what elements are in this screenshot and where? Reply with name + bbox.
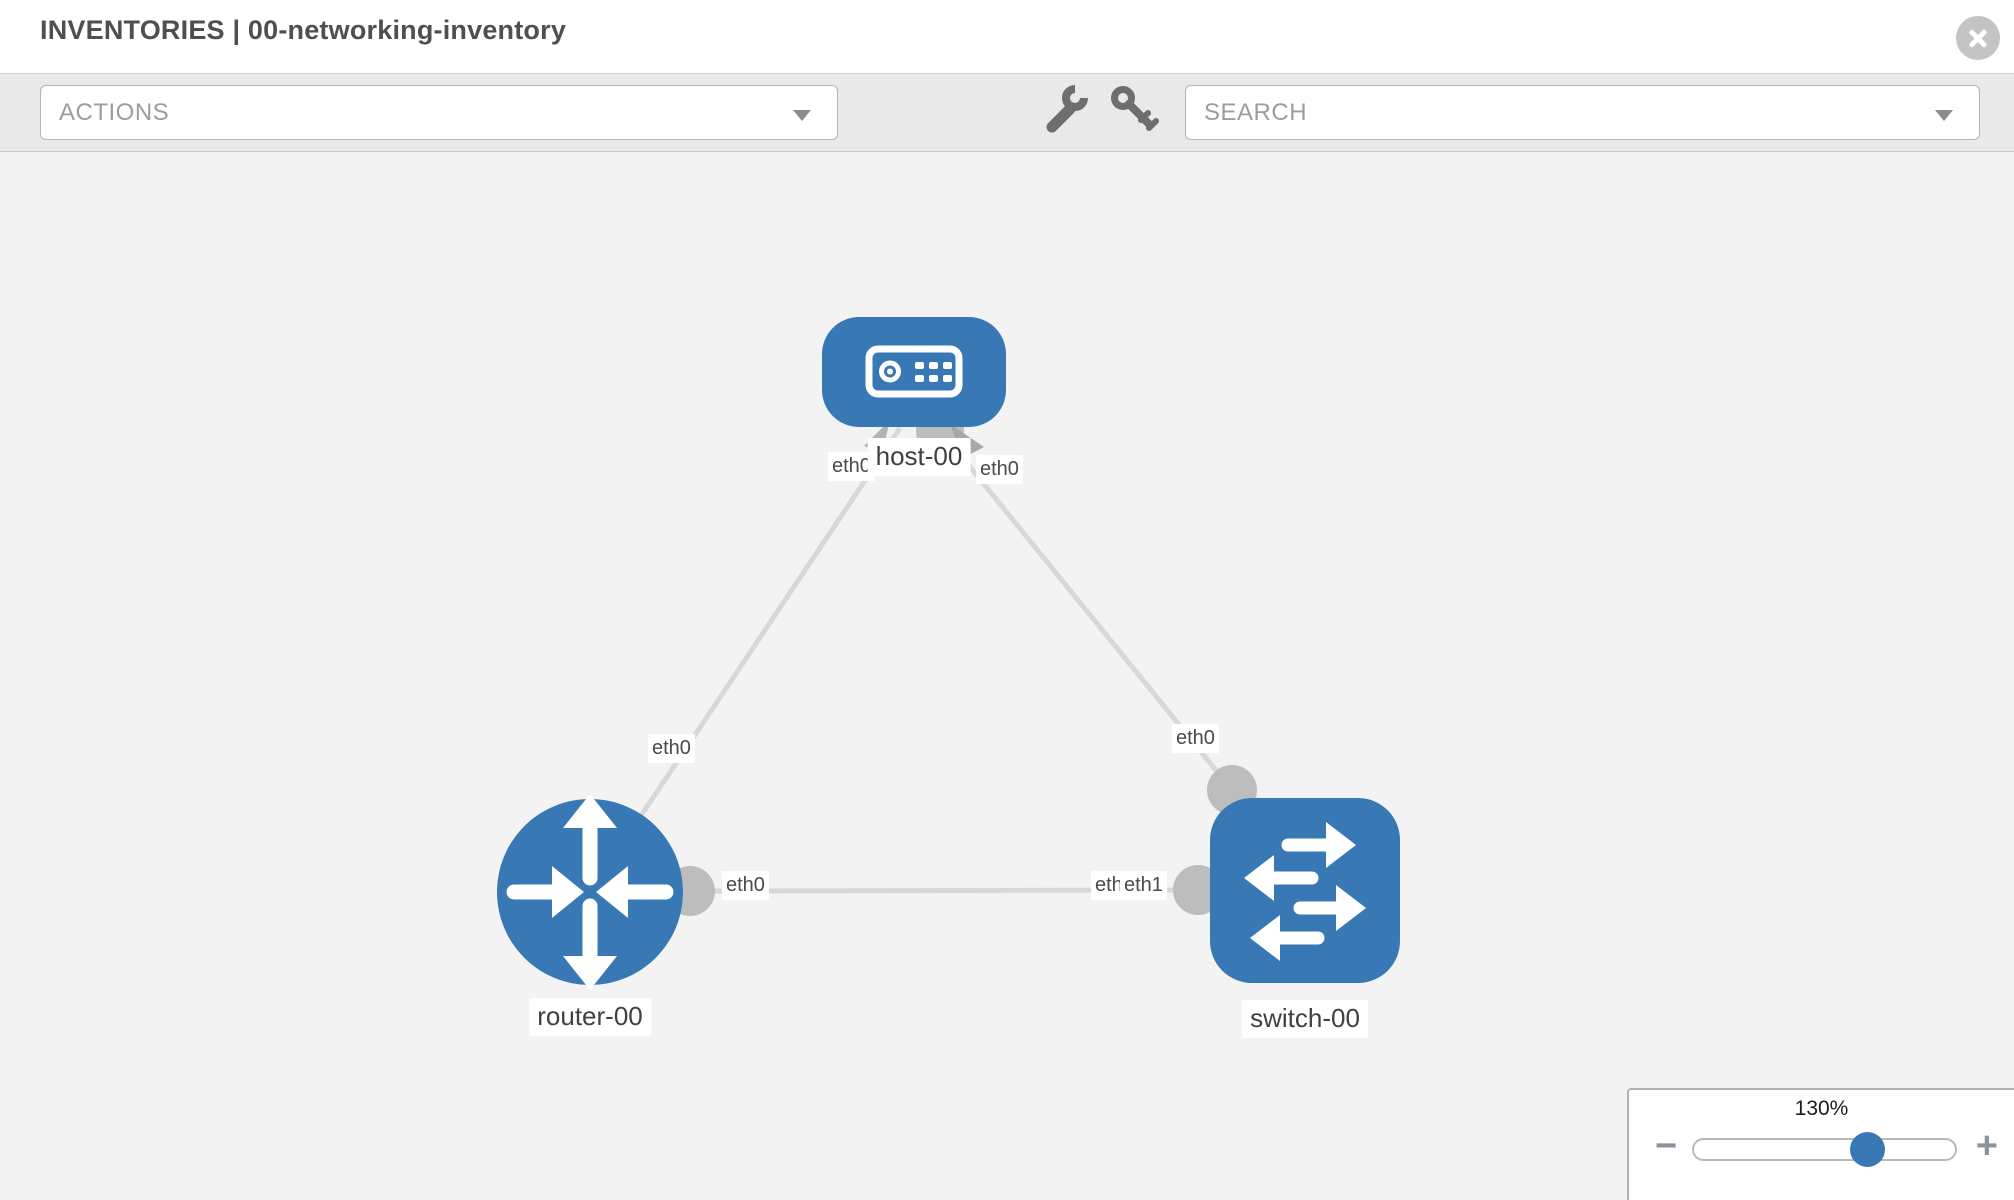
- port-label-switch-eth1: eth1: [1120, 871, 1167, 900]
- node-host-00[interactable]: [822, 317, 1006, 427]
- port-label-switch-eth0-top: eth0: [1172, 724, 1219, 753]
- node-label-host-00: host-00: [867, 438, 971, 476]
- zoom-in-icon[interactable]: +: [1975, 1125, 1998, 1167]
- toolbar: ACTIONS SEARCH: [0, 73, 2014, 152]
- zoom-slider-track[interactable]: [1692, 1132, 1957, 1167]
- wrench-icon: [1046, 84, 1092, 133]
- port-label-host-eth0-left: eth0: [828, 452, 875, 481]
- node-label-router-00: router-00: [529, 998, 651, 1036]
- caret-down-icon: [1935, 110, 1953, 121]
- node-switch-00[interactable]: [1210, 798, 1400, 983]
- close-icon[interactable]: [1956, 16, 2000, 60]
- router-icon: [506, 794, 674, 990]
- actions-dropdown-label: ACTIONS: [59, 99, 170, 126]
- port-label-host-eth0-right: eth0: [976, 455, 1023, 484]
- zoom-slider-row: − +: [1629, 1126, 2014, 1170]
- zoom-level-value: 130%: [1794, 1097, 1849, 1120]
- zoom-slider-handle[interactable]: [1850, 1132, 1885, 1167]
- caret-down-icon: [793, 110, 811, 121]
- tools-button[interactable]: [1044, 84, 1092, 134]
- host-icon: [865, 345, 963, 398]
- node-label-switch-00: switch-00: [1242, 1000, 1368, 1038]
- actions-dropdown[interactable]: ACTIONS: [40, 85, 838, 140]
- page-title: INVENTORIES | 00-networking-inventory: [40, 15, 567, 45]
- port-label-router-eth0-link: eth0: [648, 734, 695, 763]
- credentials-button[interactable]: [1110, 84, 1162, 136]
- topology-canvas[interactable]: [0, 152, 2014, 1200]
- breadcrumb-header: INVENTORIES | 00-networking-inventory: [0, 0, 2014, 73]
- port-label-router-eth0-right: eth0: [722, 871, 769, 900]
- search-dropdown[interactable]: SEARCH: [1185, 85, 1980, 140]
- switch-icon: [1244, 822, 1366, 961]
- key-icon: [1111, 86, 1159, 131]
- zoom-out-icon[interactable]: −: [1655, 1125, 1678, 1167]
- link-host-router[interactable]: [587, 426, 903, 894]
- search-placeholder: SEARCH: [1204, 99, 1308, 126]
- node-router-00[interactable]: [497, 794, 683, 990]
- zoom-panel: 130% − +: [1627, 1088, 2014, 1200]
